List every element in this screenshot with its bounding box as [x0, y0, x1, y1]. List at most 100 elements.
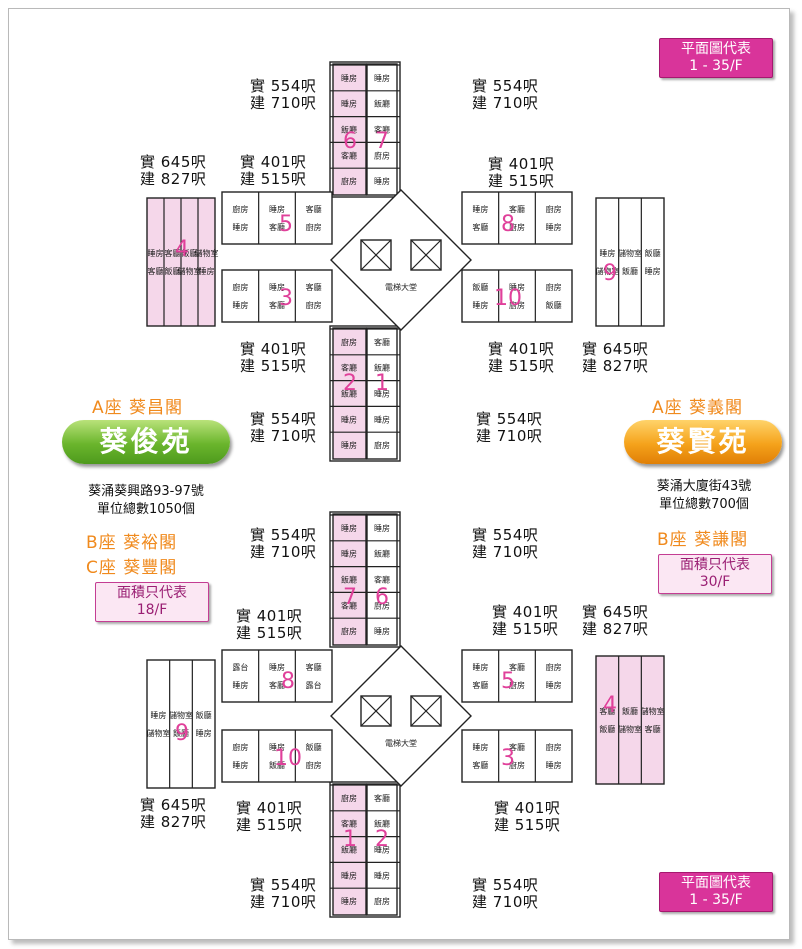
room-label: 睡房: [196, 728, 212, 738]
room-label: 廚房: [232, 282, 248, 292]
room-label: 廚房: [341, 793, 357, 803]
floor-tag-bottom-right: 平面圖代表 1 - 35/F: [659, 872, 773, 912]
area-gross: 建 515呎: [240, 357, 307, 375]
room-label: 廚房: [546, 282, 562, 292]
left-block-a: A座 葵昌閣: [92, 398, 184, 418]
room-label: 睡房: [148, 248, 164, 258]
room-label: 廚房: [341, 626, 357, 636]
room-label: 睡房: [374, 523, 390, 533]
area-gross: 建 710呎: [472, 543, 539, 561]
room-label: 客廳: [269, 300, 285, 310]
room-label: 儲物室: [195, 248, 219, 258]
room-label: 飯廳: [341, 125, 357, 135]
unit-number: 3: [501, 746, 515, 771]
room-label: 廚房: [232, 742, 248, 752]
room-label: 儲物室: [618, 724, 642, 734]
room-label: 露台: [306, 680, 322, 690]
room-label: 飯廳: [374, 549, 390, 559]
room-label: 客廳: [269, 680, 285, 690]
area-label: 實 554呎建 710呎: [476, 411, 542, 445]
floor-tag-mid-right: 面積只代表 30/F: [658, 554, 772, 594]
room-label: 睡房: [509, 282, 525, 292]
area-label: 實 554呎建 710呎: [250, 411, 316, 445]
room-label: 睡房: [374, 414, 390, 424]
lift-cross: [360, 239, 392, 271]
area-label: 實 554呎建 710呎: [472, 78, 538, 112]
area-label: 實 645呎建 827呎: [140, 154, 206, 188]
unit-number: 8: [501, 212, 515, 237]
unit-fill: [366, 63, 398, 196]
unit-number: 5: [279, 212, 293, 237]
room-label: 客廳: [341, 363, 357, 373]
tag-line: 1 - 35/F: [689, 58, 743, 74]
room-label: 睡房: [341, 870, 357, 880]
room-label: 廚房: [232, 204, 248, 214]
room-label: 廚房: [306, 300, 322, 310]
room-label: 睡房: [269, 204, 285, 214]
room-label: 飯廳: [622, 266, 638, 276]
room-label: 客廳: [645, 724, 661, 734]
room-label: 睡房: [341, 523, 357, 533]
room-label: 廚房: [374, 440, 390, 450]
right-estate-name: 葵賢苑: [624, 420, 782, 464]
area-actual: 實 554呎: [250, 410, 317, 428]
area-actual: 實 554呎: [250, 77, 317, 95]
room-label: 廚房: [509, 222, 525, 232]
area-label: 實 554呎建 710呎: [250, 877, 316, 911]
wing-outline: [146, 659, 216, 789]
area-actual: 實 645呎: [140, 796, 207, 814]
room-label: 睡房: [341, 99, 357, 109]
wing-outline: [221, 649, 333, 703]
room-label: 睡房: [232, 222, 248, 232]
room-label: 儲物室: [146, 728, 170, 738]
room-label: 飯廳: [341, 845, 357, 855]
room-label: 廚房: [509, 300, 525, 310]
room-label: 客廳: [306, 662, 322, 672]
left-block-b: B座 葵裕閣: [86, 533, 178, 553]
room-label: 客廳: [341, 150, 357, 160]
room-label: 飯廳: [645, 248, 661, 258]
unit-fill: [366, 513, 398, 646]
room-label: 客廳: [341, 819, 357, 829]
unit-fill: [366, 783, 398, 916]
area-actual: 實 554呎: [472, 77, 539, 95]
room-label: 睡房: [341, 896, 357, 906]
tag-line: 30/F: [699, 574, 731, 590]
unit-number: 5: [501, 669, 515, 694]
room-label: 廚房: [306, 222, 322, 232]
right-block-a: A座 葵義閣: [652, 398, 744, 418]
unit-number: 6: [375, 585, 389, 610]
area-actual: 實 401呎: [240, 153, 307, 171]
tag-line: 1 - 35/F: [689, 892, 743, 908]
room-label: 飯廳: [622, 706, 638, 716]
wing-outline: [595, 197, 665, 327]
lift-cross: [410, 239, 442, 271]
room-label: 廚房: [306, 760, 322, 770]
room-label: 儲物室: [595, 266, 619, 276]
room-label: 睡房: [472, 662, 488, 672]
room-label: 廚房: [509, 680, 525, 690]
room-label: 飯廳: [374, 819, 390, 829]
area-actual: 實 401呎: [236, 607, 303, 625]
room-label: 客廳: [269, 222, 285, 232]
area-label: 實 401呎建 515呎: [492, 604, 558, 638]
unit-number: 1: [375, 371, 389, 396]
area-gross: 建 515呎: [236, 816, 303, 834]
wing-outline: [461, 649, 573, 703]
room-label: 飯廳: [196, 710, 212, 720]
room-label: 飯廳: [341, 575, 357, 585]
area-label: 實 645呎建 827呎: [582, 341, 648, 375]
room-label: 飯廳: [546, 300, 562, 310]
right-block-b: B座 葵謙閣: [657, 530, 749, 550]
area-gross: 建 710呎: [250, 94, 317, 112]
unit-number: 7: [343, 585, 357, 610]
room-label: 睡房: [546, 760, 562, 770]
room-label: 客廳: [472, 760, 488, 770]
floor-tag-mid-left: 面積只代表 18/F: [95, 582, 209, 622]
unit-fill: [332, 783, 367, 916]
area-label: 實 401呎建 515呎: [494, 800, 560, 834]
room-label: 睡房: [341, 414, 357, 424]
room-label: 客廳: [472, 680, 488, 690]
area-label: 實 554呎建 710呎: [472, 527, 538, 561]
floor-tag-top-right: 平面圖代表 1 - 35/F: [659, 38, 773, 78]
